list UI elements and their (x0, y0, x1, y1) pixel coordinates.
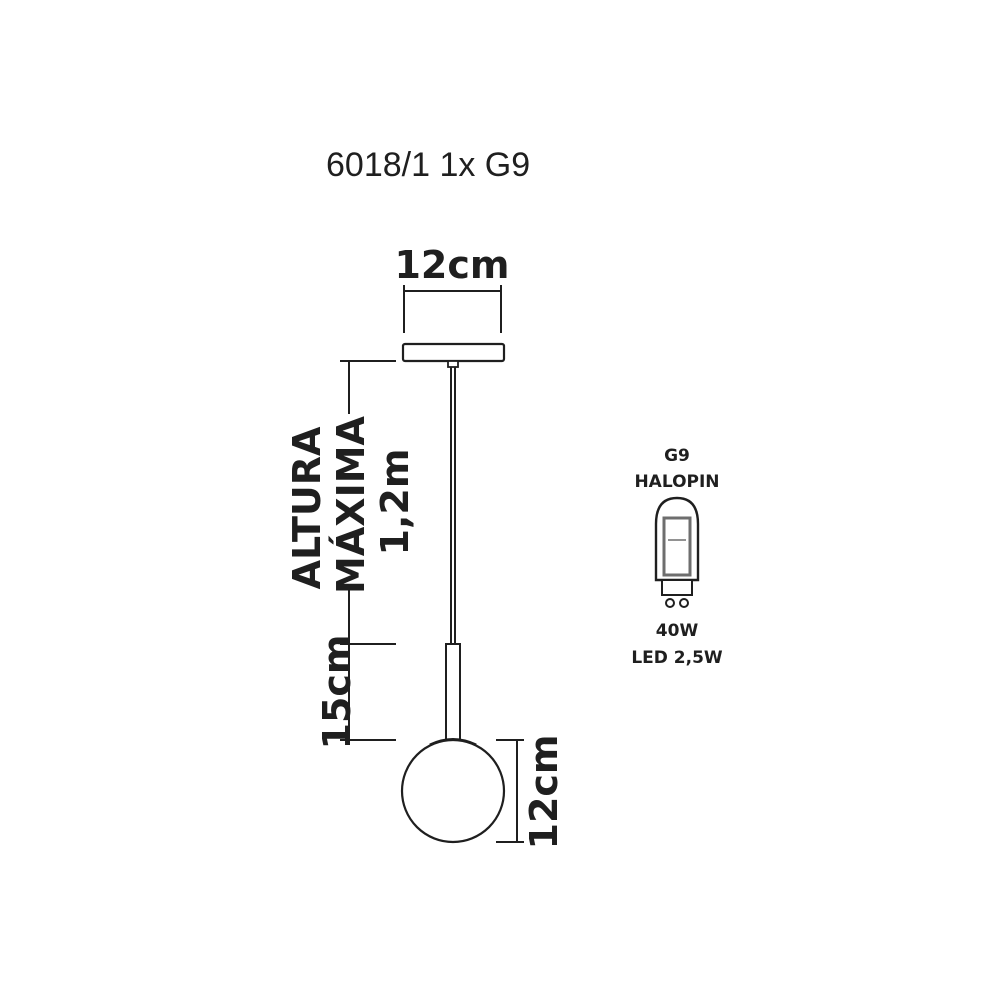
bulb-type: G9 (664, 446, 690, 466)
glass-globe (400, 738, 506, 844)
bulb-pin-left (665, 598, 675, 608)
canopy-width-label: 12cm (394, 243, 509, 287)
canopy-width-dimension: 12cm (394, 243, 510, 333)
lamp-stem (445, 643, 461, 741)
globe-diameter-dimension: 12cm (496, 734, 566, 850)
bulb-pin-right (679, 598, 689, 608)
stem-length-dimension: 15cm (315, 634, 396, 750)
max-height-value: 1,2m (373, 449, 417, 556)
max-height-label-line1: ALTURA (285, 426, 329, 589)
max-height-label-line2: MÁXIMA (329, 415, 373, 593)
bulb-info: G9 HALOPIN 40W LED 2,5W (631, 446, 723, 668)
bulb-power: 40W (656, 621, 699, 641)
bulb-led: LED 2,5W (631, 648, 723, 668)
bulb-capsule (662, 516, 692, 577)
g9-bulb-icon (654, 496, 700, 608)
canopy-cord-grip (447, 360, 459, 368)
pendant-lamp-drawing (400, 342, 506, 844)
ceiling-canopy (401, 342, 506, 363)
product-title: 6018/1 1x G9 (326, 146, 530, 184)
bulb-base (661, 579, 693, 596)
globe-diameter-label: 12cm (522, 734, 566, 849)
max-height-dimension: ALTURA MÁXIMA 1,2m (285, 360, 417, 643)
stem-length-label: 15cm (315, 634, 359, 749)
bulb-name: HALOPIN (634, 472, 719, 492)
